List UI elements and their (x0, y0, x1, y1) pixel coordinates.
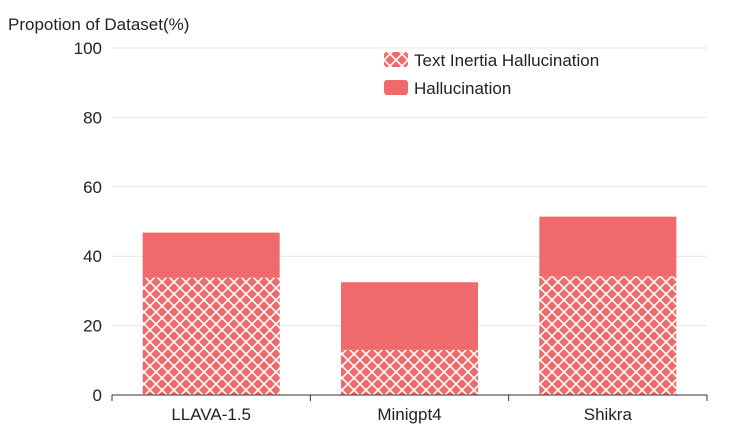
bar-hallucination-2 (539, 216, 677, 277)
bar-hallucination-0 (142, 232, 280, 278)
x-tick-label: LLAVA-1.5 (171, 405, 251, 424)
y-tick-label: 100 (74, 39, 102, 58)
y-tick-label: 40 (83, 247, 102, 266)
bar-text-inertia-hallucination-0 (142, 277, 280, 395)
x-tick-label: Minigpt4 (377, 405, 441, 424)
y-tick-label: 80 (83, 108, 102, 127)
legend-label: Text Inertia Hallucination (414, 51, 599, 70)
y-tick-label: 0 (93, 386, 102, 405)
bar-text-inertia-hallucination-2 (539, 276, 677, 395)
legend-swatch (384, 80, 408, 95)
bars (142, 216, 677, 395)
x-tick-label: Shikra (584, 405, 633, 424)
legend-swatch (384, 52, 408, 67)
bar-text-inertia-hallucination-1 (341, 349, 478, 395)
x-axis: LLAVA-1.5 Minigpt4 Shikra (111, 394, 708, 424)
y-tick-label: 20 (83, 317, 102, 336)
legend-label: Hallucination (414, 79, 511, 98)
y-axis-title: Propotion of Dataset(%) (8, 15, 189, 34)
bar-hallucination-1 (341, 282, 478, 350)
y-tick-label: 60 (83, 178, 102, 197)
